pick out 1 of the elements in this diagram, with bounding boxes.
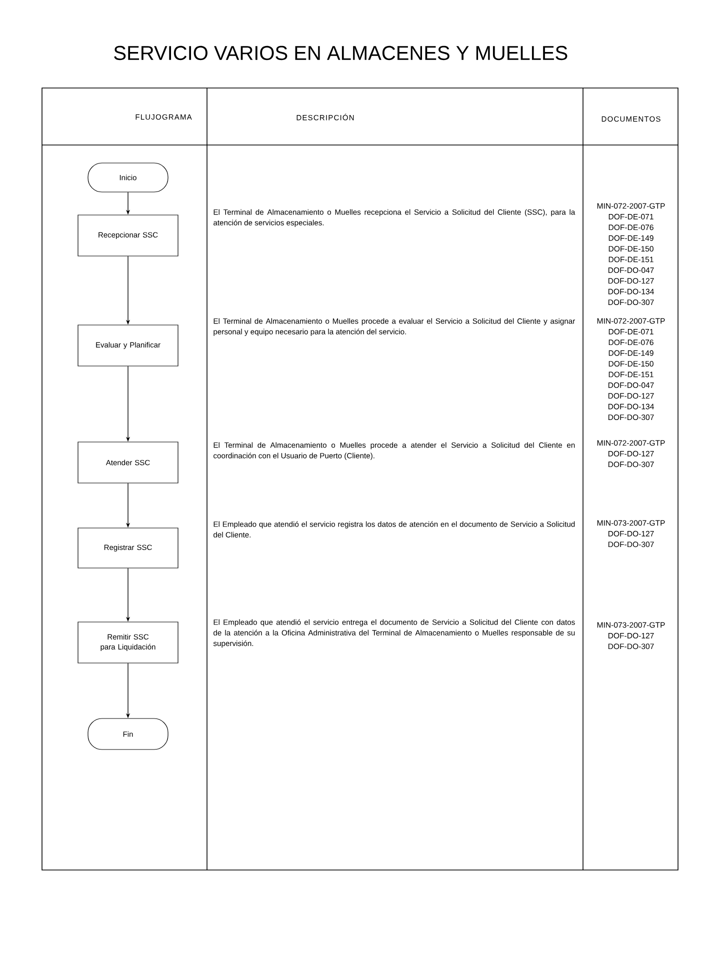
- title: SERVICIO VARIOS EN ALMACENES Y MUELLES: [114, 46, 568, 60]
